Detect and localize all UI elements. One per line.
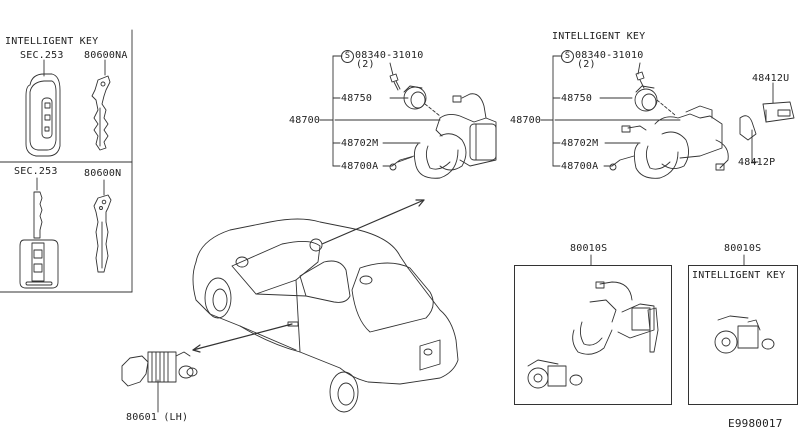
part-label-80600na[interactable]: 80600NA [84, 50, 128, 61]
intelligent-steering-lock-leaders [540, 55, 774, 167]
screw-symbol: S [564, 51, 571, 61]
screw-quantity: (2) [356, 59, 375, 70]
cylinder-set-intelligent-box [688, 265, 798, 405]
screw-symbol: S [344, 51, 351, 61]
left-panel-title: INTELLIGENT KEY [5, 36, 99, 47]
part-label-48750-intelligent[interactable]: 48750 [561, 93, 593, 104]
part-label-80600n[interactable]: 80600N [84, 168, 122, 179]
intelligent-key-fob-drawing [25, 59, 61, 157]
part-label-08340-31010-intelligent[interactable]: 08340-31010 [575, 50, 644, 61]
part-label-48700-intelligent[interactable]: 48700 [510, 115, 542, 126]
key-blade-80600na-drawing [91, 59, 111, 151]
cylinder-set-standard-drawing [527, 254, 659, 389]
cylinder-set-standard-box [514, 265, 672, 405]
part-label-80010s-intelligent[interactable]: 80010S [724, 243, 762, 254]
screw-symbol-circle-intelligent: S [561, 50, 574, 63]
standard-steering-lock-drawing [389, 73, 497, 179]
part-label-48700[interactable]: 48700 [289, 115, 321, 126]
callout-arrows [192, 199, 425, 353]
intelligent-lock-title: INTELLIGENT KEY [552, 31, 646, 42]
intelligent-steering-lock-drawing [609, 71, 795, 179]
remote-key-drawing [19, 177, 59, 289]
screw-symbol-circle: S [341, 50, 354, 63]
key-blank-80600n-drawing [93, 179, 112, 273]
cylinder-set-intelligent-drawing [714, 254, 775, 354]
intelligent-cylinder-title: INTELLIGENT KEY [692, 270, 786, 281]
part-label-08340-31010[interactable]: 08340-31010 [355, 50, 424, 61]
part-label-48702m[interactable]: 48702M [341, 138, 379, 149]
part-label-48412p[interactable]: 48412P [738, 157, 776, 168]
part-label-48702m-intelligent[interactable]: 48702M [561, 138, 599, 149]
part-label-48700a-intelligent[interactable]: 48700A [561, 161, 599, 172]
door-lock-cylinder-drawing [121, 351, 198, 413]
car-drawing [192, 218, 459, 413]
part-label-sec-253-fob[interactable]: SEC.253 [20, 50, 64, 61]
part-label-48412u[interactable]: 48412U [752, 73, 790, 84]
screw-quantity-intelligent: (2) [577, 59, 596, 70]
part-label-48750[interactable]: 48750 [341, 93, 373, 104]
part-label-48700a[interactable]: 48700A [341, 161, 379, 172]
diagram-code: E9980017 [728, 417, 783, 430]
standard-steering-lock-leaders [319, 55, 441, 167]
part-label-80601-lh[interactable]: 80601 (LH) [126, 412, 189, 423]
part-label-80010s-standard[interactable]: 80010S [570, 243, 608, 254]
part-label-sec-253-key[interactable]: SEC.253 [14, 166, 58, 177]
